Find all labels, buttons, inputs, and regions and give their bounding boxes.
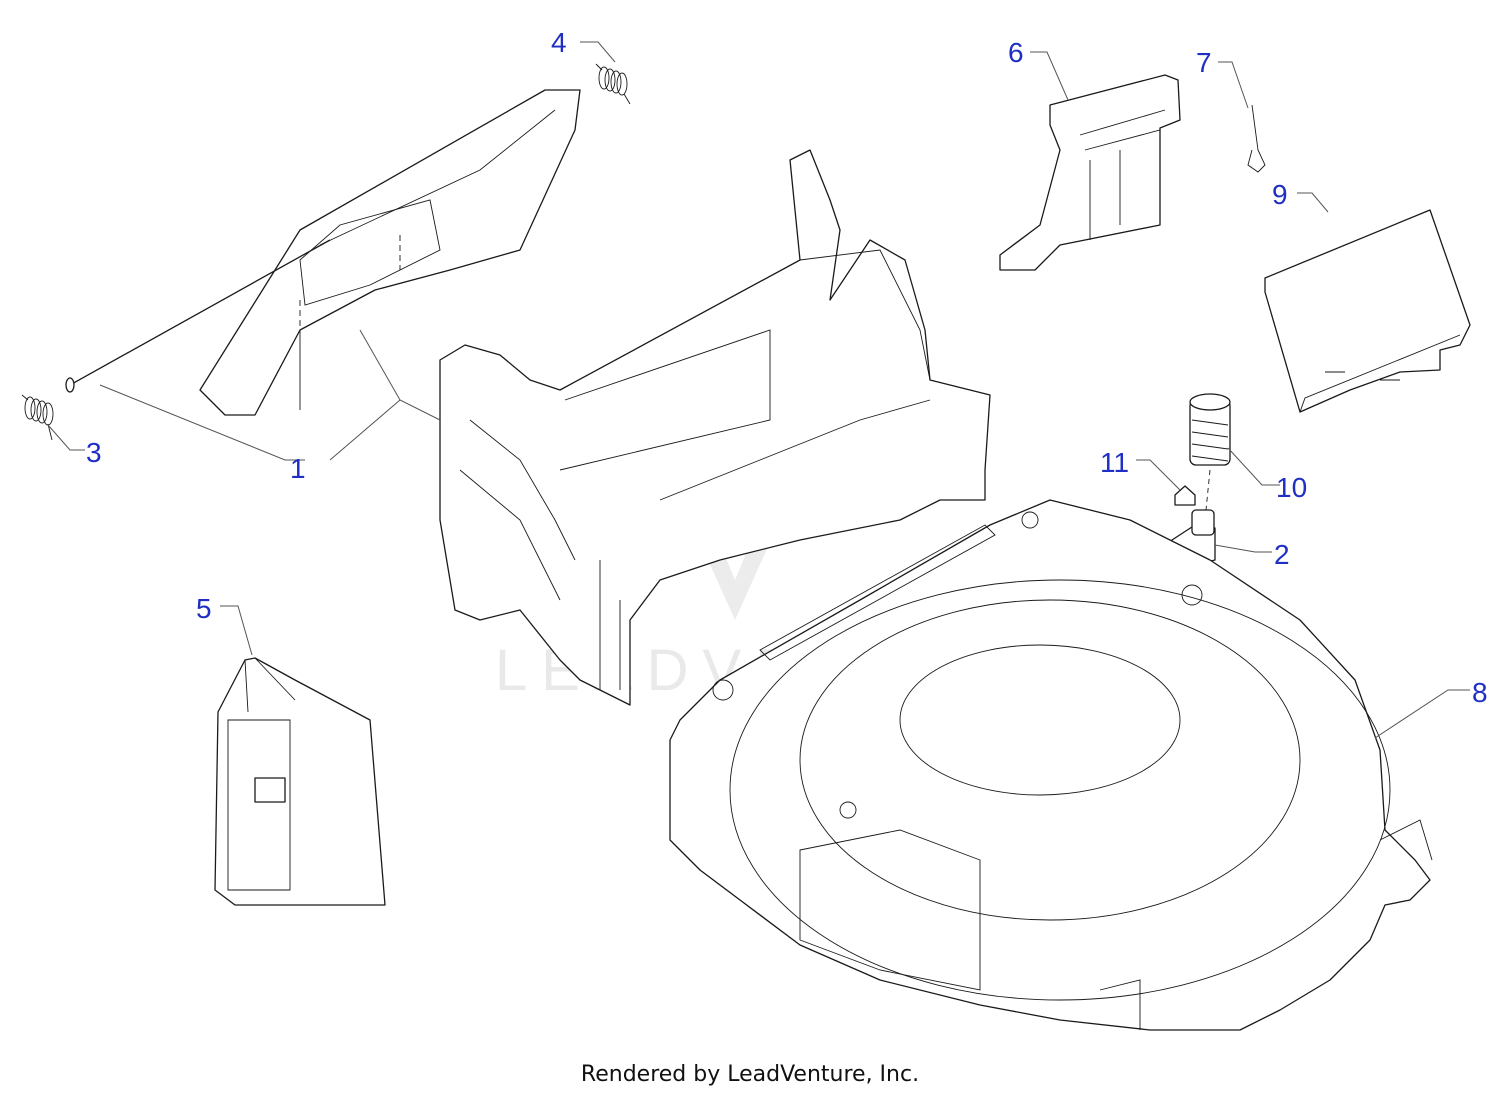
part-bolt	[1174, 485, 1196, 506]
callout-3: 3	[86, 437, 102, 468]
callout-6: 6	[1008, 37, 1024, 68]
part-mulch-plug	[214, 657, 386, 906]
part-hairpin-clip	[1247, 104, 1266, 173]
part-spring-left	[21, 394, 54, 441]
render-credit: Rendered by LeadVenture, Inc.	[580, 1062, 920, 1087]
callout-5: 5	[196, 593, 212, 624]
part-mower-deck	[669, 499, 1433, 1031]
part-discharge-chute	[999, 74, 1181, 271]
part-side-cover	[1264, 209, 1471, 413]
callout-4: 4	[551, 27, 567, 58]
leader-lines	[47, 41, 1470, 739]
callout-7: 7	[1196, 47, 1212, 78]
part-rear-door	[199, 89, 581, 416]
part-hinge-rod	[65, 239, 331, 393]
callout-11: 11	[1100, 447, 1129, 478]
callout-8: 8	[1472, 677, 1488, 708]
callout-10: 10	[1276, 472, 1307, 503]
callout-1: 1	[290, 453, 306, 484]
part-adjuster-knob	[1189, 393, 1231, 521]
part-spring-right	[595, 63, 631, 105]
callout-2: 2	[1274, 539, 1290, 570]
callout-labels: 1 2 3 4 5 6 7 8 9 10 11	[86, 27, 1488, 708]
callout-9: 9	[1272, 179, 1288, 210]
part-main-bracket	[439, 149, 991, 706]
